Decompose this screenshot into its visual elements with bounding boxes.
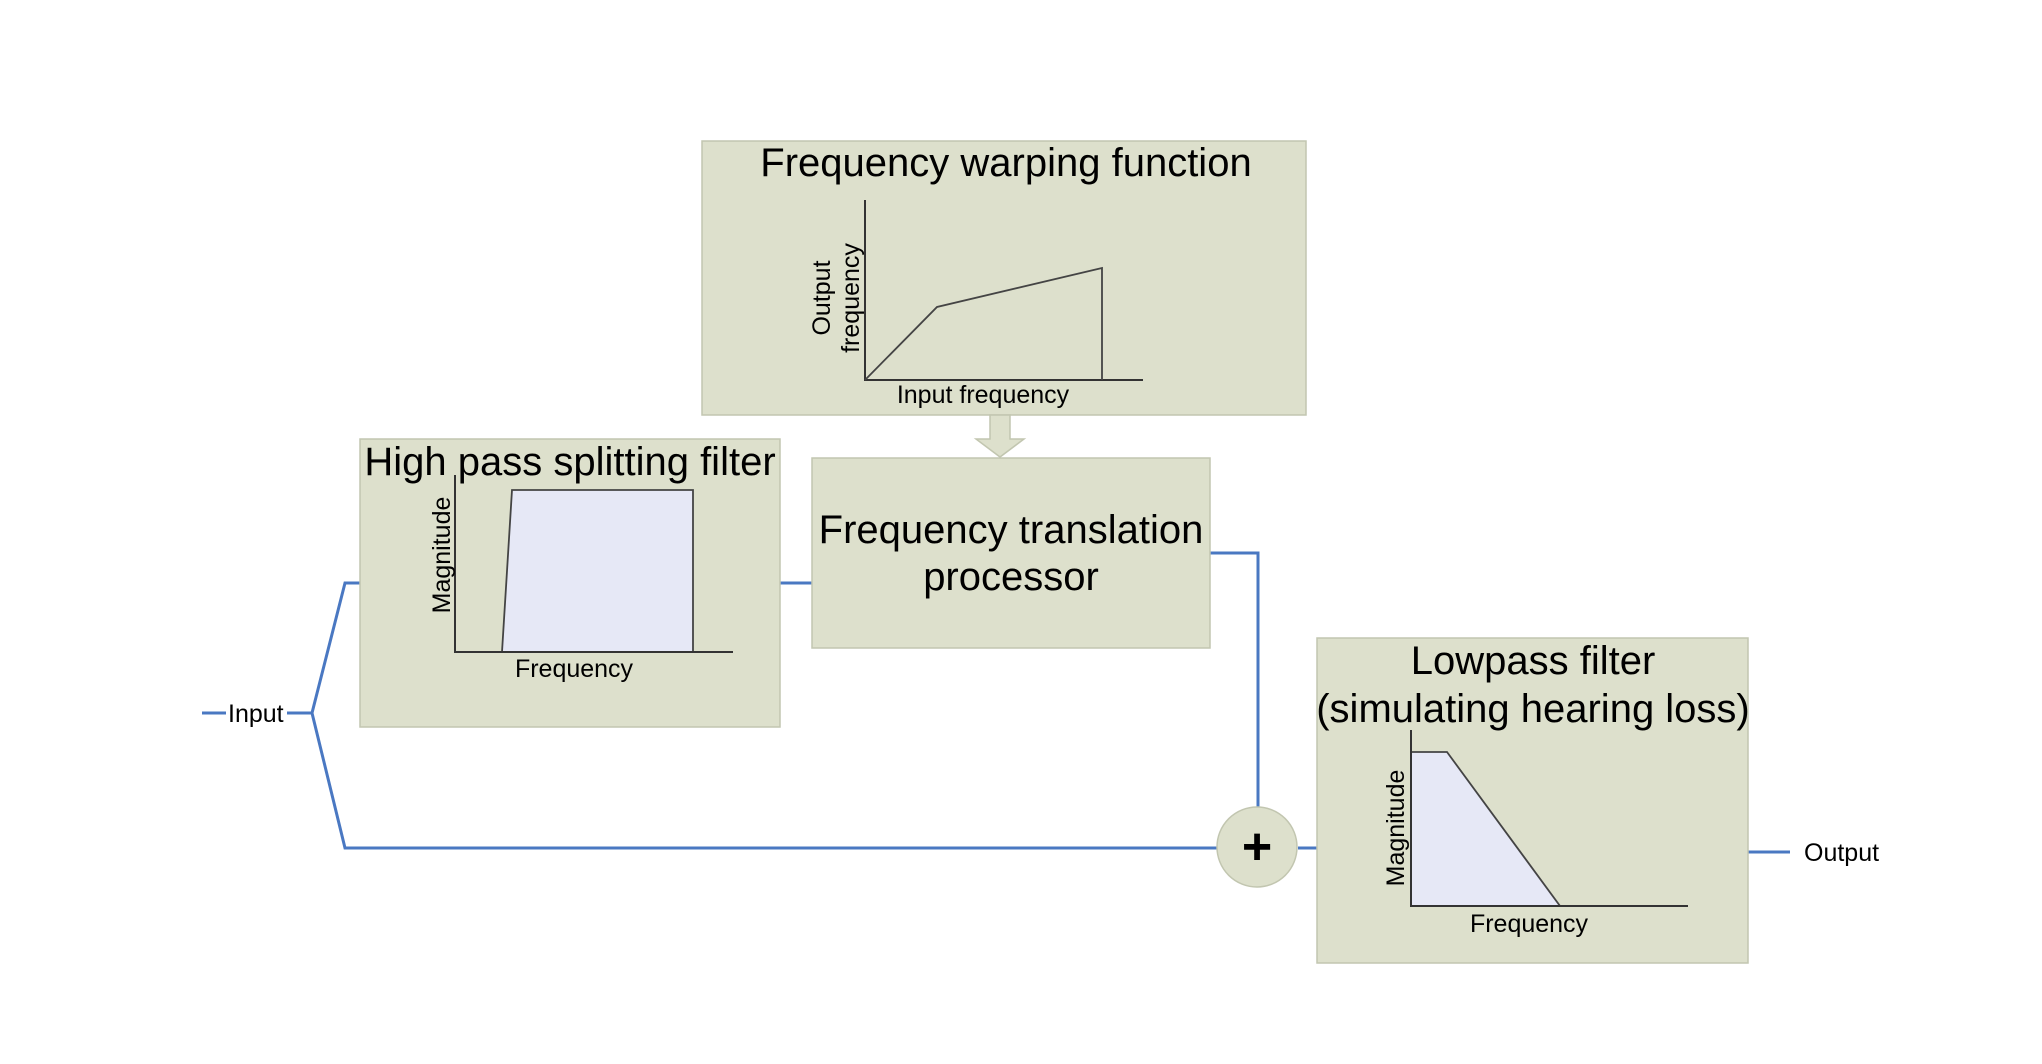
translation-box-title-line1: Frequency translation bbox=[819, 508, 1204, 552]
lowpass-box-title-line1: Lowpass filter bbox=[1411, 639, 1656, 683]
warping-curve bbox=[864, 266, 1103, 381]
highpass-plot-axes bbox=[454, 475, 733, 653]
highpass-box-title: High pass splitting filter bbox=[364, 440, 775, 484]
lowpass-y-axis-label: Magnitude bbox=[1382, 770, 1410, 887]
lowpass-box-bg bbox=[1316, 637, 1749, 964]
summing-node: + bbox=[1216, 806, 1298, 888]
translation-box-bg bbox=[811, 457, 1211, 649]
translation-processor-block: Frequency translation processor bbox=[811, 457, 1211, 649]
warping-box-bg bbox=[701, 140, 1307, 416]
warping-to-translation-arrow bbox=[973, 414, 1027, 458]
lowpass-plot-axes bbox=[1410, 730, 1688, 907]
translation-box-title-line2: processor bbox=[923, 555, 1099, 599]
summing-node-circle bbox=[1216, 806, 1298, 888]
summing-node-plus: + bbox=[1242, 818, 1272, 876]
lower-branch-wire bbox=[310, 712, 1217, 850]
warping-box-title: Frequency warping function bbox=[760, 141, 1251, 185]
output-label: Output bbox=[1804, 839, 1879, 867]
highpass-response-shape bbox=[501, 489, 694, 653]
lowpass-filter-block: Lowpass filter (simulating hearing loss)… bbox=[1316, 637, 1750, 964]
highpass-y-axis-label: Magnitude bbox=[428, 497, 456, 614]
upper-branch-wire bbox=[310, 581, 360, 714]
connection-wires bbox=[202, 551, 1790, 854]
lowpass-x-axis-label: Frequency bbox=[1470, 910, 1589, 938]
warping-y-axis-label-line2: frequency bbox=[837, 243, 865, 353]
highpass-x-axis-label: Frequency bbox=[515, 655, 634, 683]
lowpass-box-title-line2: (simulating hearing loss) bbox=[1316, 687, 1750, 731]
warping-x-axis-label: Input frequency bbox=[897, 381, 1070, 409]
highpass-filter-block: High pass splitting filter Frequency Mag… bbox=[359, 438, 781, 728]
warping-y-axis-label-line1: Output bbox=[808, 260, 836, 335]
input-label: Input bbox=[228, 700, 284, 728]
warping-function-block: Frequency warping function Input frequen… bbox=[701, 140, 1307, 416]
translation-to-sum-wire bbox=[1210, 551, 1260, 808]
